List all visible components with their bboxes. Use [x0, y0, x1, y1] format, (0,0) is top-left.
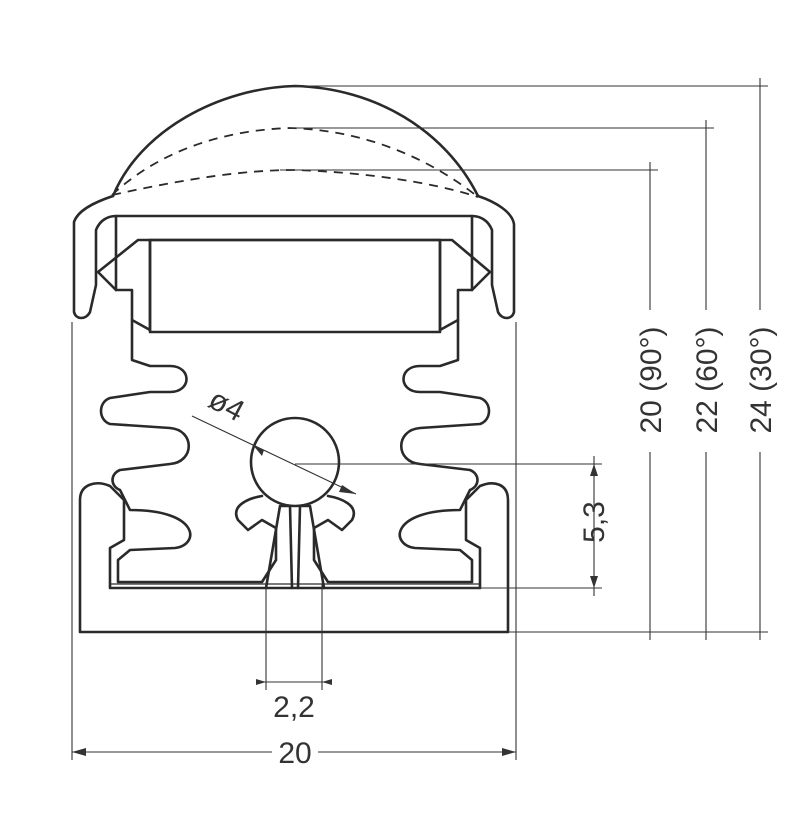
height-30-label: 24 (30°) [745, 326, 778, 433]
width-label: 20 [278, 737, 311, 770]
height-90-dimension: 20 (90°) [280, 162, 668, 640]
center-slot [264, 504, 326, 590]
left-barb [96, 238, 152, 292]
right-cover-clip [470, 194, 516, 320]
body-left-fins [99, 318, 278, 584]
center-bore [249, 416, 341, 508]
width-dimension: 20 [71, 322, 517, 770]
base-plate [78, 482, 510, 634]
height-60-label: 22 (60°) [691, 326, 724, 433]
left-cover-clip [72, 194, 118, 320]
slot-width-label: 2,2 [273, 691, 315, 724]
led-channel [114, 214, 474, 332]
dome-lens [111, 84, 480, 198]
bore-diameter-label: ø4 [203, 383, 249, 429]
right-barb [438, 238, 492, 292]
body-right-fins [312, 318, 491, 584]
led-cavity [148, 238, 442, 334]
bore-offset-label: 5,3 [578, 501, 611, 543]
height-90-label: 20 (90°) [635, 326, 668, 433]
height-30-dimension: 24 (30°) [295, 78, 778, 640]
bore-offset-dimension: 5,3 [295, 456, 611, 596]
slot-dimension: 2,2 [256, 584, 332, 724]
